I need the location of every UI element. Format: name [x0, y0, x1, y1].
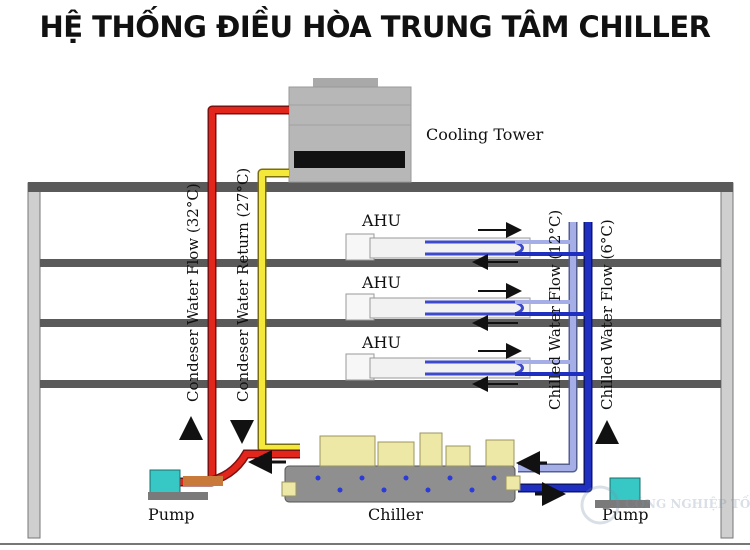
diagram-title: HỆ THỐNG ĐIỀU HÒA TRUNG TÂM CHILLER — [39, 10, 711, 44]
condenser-return-pipe — [257, 168, 300, 453]
cooling-tower-label: Cooling Tower — [426, 125, 544, 144]
condenser-return-label: Condeser Water Return (27°C) — [234, 168, 252, 402]
floor-slab-1 — [40, 259, 721, 267]
ahu-label-3: AHU — [361, 333, 401, 352]
pump-right-label: Pump — [602, 505, 648, 524]
chiller-unit — [281, 432, 521, 503]
building-column-left — [27, 182, 41, 539]
chilled-flow-6-label: Chilled Water Flow (6°C) — [598, 219, 616, 410]
pump-left — [148, 469, 208, 500]
watermark-text: CÔNG NGHIỆP TỐT — [625, 494, 750, 511]
ahu-unit-1 — [345, 233, 588, 261]
ahu-unit-3 — [345, 353, 588, 381]
chilled-flow-12-label: Chilled Water Flow (12°C) — [546, 210, 564, 410]
ahu-label-2: AHU — [361, 273, 401, 292]
roof-slab — [28, 182, 733, 192]
floor-slab-3 — [40, 380, 721, 388]
floor-slab-2 — [40, 319, 721, 327]
pump-left-label: Pump — [148, 505, 194, 524]
chiller-label: Chiller — [368, 505, 423, 524]
watermark-logo: CÔNG NGHIỆP TỐT — [580, 485, 750, 525]
ahu-unit-2 — [345, 293, 588, 321]
pump-right — [595, 477, 650, 508]
condenser-flow-label: Condeser Water Flow (32°C) — [184, 183, 202, 402]
building-column-right — [720, 182, 734, 539]
cooling-tower — [288, 78, 412, 183]
ahu-label-1: AHU — [361, 211, 401, 230]
